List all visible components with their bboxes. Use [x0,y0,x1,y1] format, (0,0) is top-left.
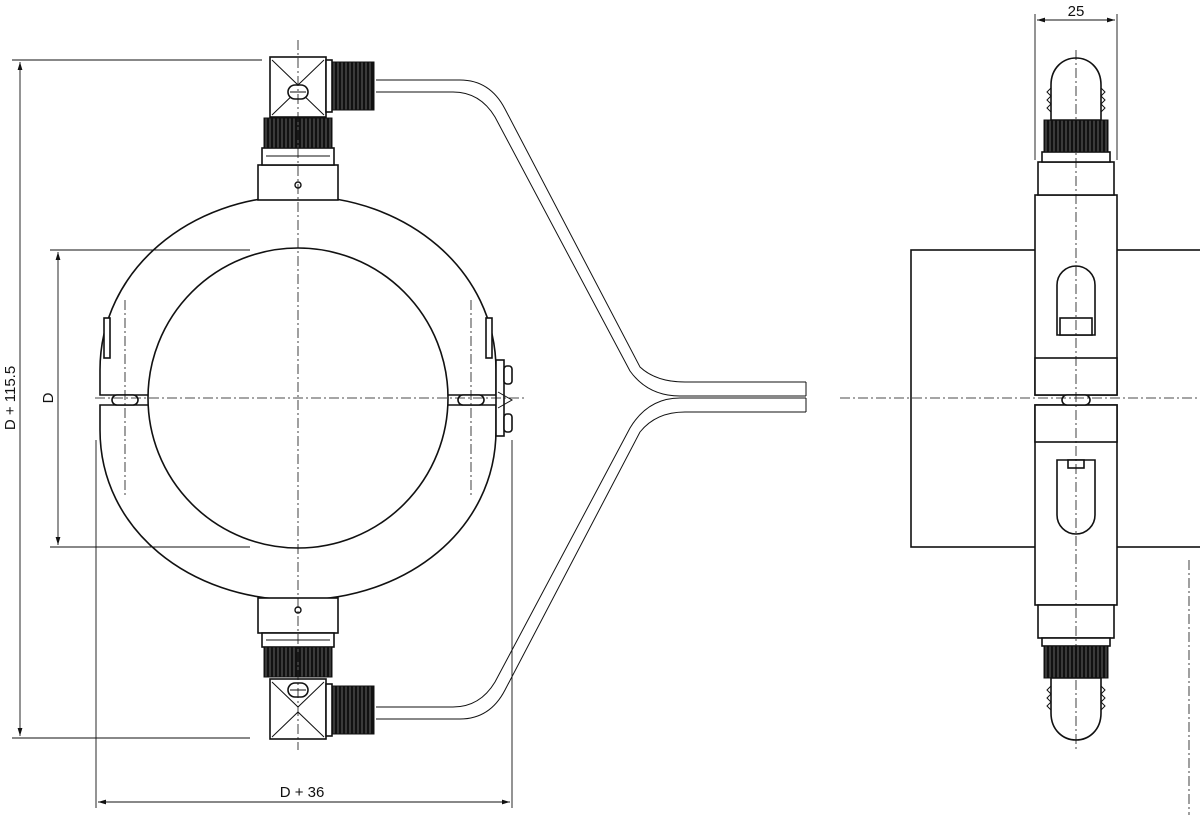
dimension-height: D + 115.5 [2,59,262,739]
side-width-label: 25 [1068,3,1085,20]
side-view: 25 [840,3,1200,815]
lower-sensor-head [257,597,375,740]
diameter-label: D [40,392,57,403]
cable-upper [376,79,807,397]
dimension-width: D + 36 [95,440,513,808]
dimension-side-width: 25 [1034,3,1118,160]
width-label: D + 36 [280,784,325,801]
cable-lower [376,397,807,720]
dimension-diameter: D [40,249,250,548]
front-view: D + 115.5 D D + 36 [2,40,807,808]
upper-sensor-head [257,56,375,201]
height-label: D + 115.5 [2,366,19,430]
